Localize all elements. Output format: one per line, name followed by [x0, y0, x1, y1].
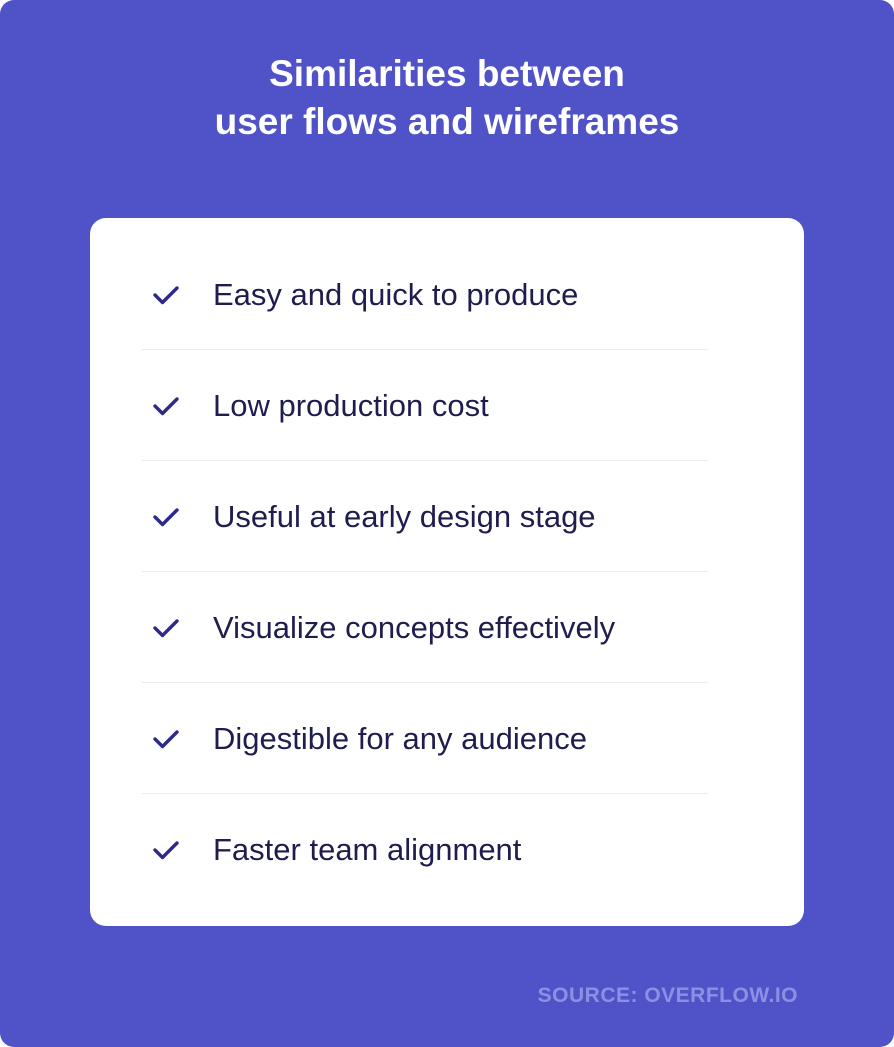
list-item-label: Digestible for any audience [213, 721, 587, 756]
checkmark-icon [153, 508, 179, 527]
similarities-card: Easy and quick to produce Low production… [90, 218, 804, 926]
list-item: Digestible for any audience [142, 683, 708, 794]
checkmark-icon [153, 841, 179, 860]
title-line-1: Similarities between [269, 53, 625, 94]
list-item-label: Easy and quick to produce [213, 277, 579, 312]
checkmark-icon [153, 619, 179, 638]
list-item: Useful at early design stage [142, 461, 708, 572]
page-title: Similarities between user flows and wire… [0, 50, 894, 146]
checkmark-icon [153, 397, 179, 416]
checkmark-icon [153, 730, 179, 749]
list-item-label: Visualize concepts effectively [213, 610, 616, 645]
title-line-2: user flows and wireframes [214, 101, 680, 142]
list-item-label: Useful at early design stage [213, 499, 596, 534]
list-item-label: Low production cost [213, 388, 489, 423]
similarities-list: Easy and quick to produce Low production… [142, 239, 708, 905]
source-credit: SOURCE: OVERFLOW.IO [537, 984, 798, 1007]
checkmark-icon [153, 286, 179, 305]
list-item: Faster team alignment [142, 794, 708, 905]
list-item: Visualize concepts effectively [142, 572, 708, 683]
list-item-label: Faster team alignment [213, 832, 522, 867]
list-item: Low production cost [142, 350, 708, 461]
list-item: Easy and quick to produce [142, 239, 708, 350]
